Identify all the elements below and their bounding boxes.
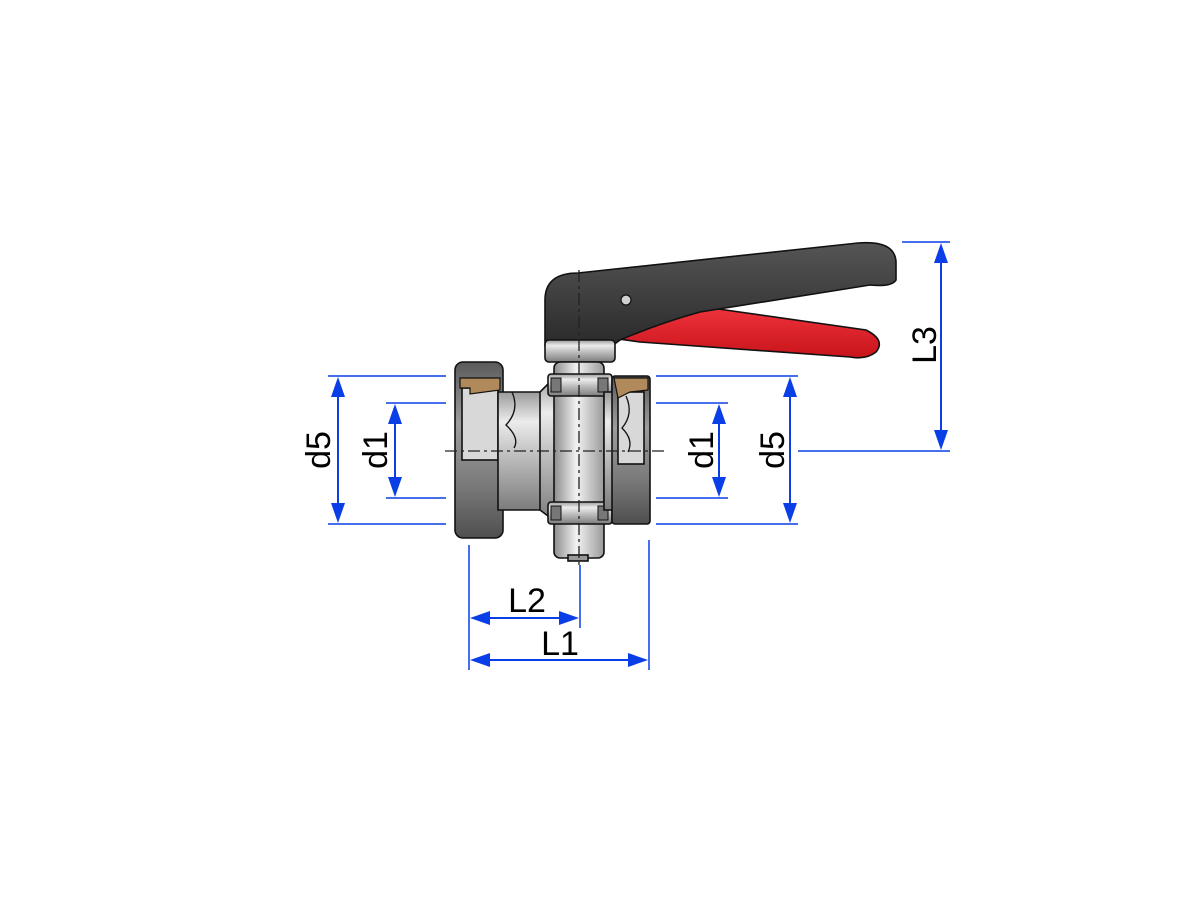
right-coupling-section — [613, 377, 649, 399]
arrow-d5-right-bottom — [783, 503, 797, 523]
arrow-d1-right-bottom — [712, 477, 726, 497]
arrow-d5-left-top — [331, 377, 345, 397]
label-L3: L3 — [906, 326, 944, 364]
arrow-d1-right-top — [712, 404, 726, 424]
arrow-L1-right — [628, 653, 648, 667]
handle-lever — [544, 241, 897, 347]
stem-bottom — [567, 554, 589, 562]
arrow-L1-left — [470, 653, 490, 667]
label-L2: L2 — [508, 582, 546, 620]
label-d1-right: d1 — [683, 431, 721, 469]
valve-drawing — [445, 241, 897, 565]
label-L1: L1 — [541, 625, 579, 663]
bolt-top-right — [597, 377, 609, 393]
bolt-bottom-left — [550, 505, 562, 521]
arrow-d1-left-bottom — [388, 477, 402, 497]
arrow-d1-left-top — [388, 404, 402, 424]
arrow-L2-left — [470, 611, 490, 625]
arrow-d5-left-bottom — [331, 503, 345, 523]
stem-block — [544, 339, 616, 363]
arrow-d5-right-top — [783, 377, 797, 397]
liner-break-right — [621, 395, 631, 453]
label-d5-left: d5 — [300, 431, 338, 469]
arrow-L3-top — [934, 243, 948, 263]
bolt-top-left — [550, 377, 562, 393]
handle-pivot-pin — [620, 294, 632, 306]
arrow-L2-right — [559, 611, 579, 625]
liner-break-left — [505, 391, 517, 449]
label-d5-right: d5 — [754, 431, 792, 469]
left-nut-section — [459, 377, 501, 395]
label-d1-left: d1 — [357, 431, 395, 469]
left-nut-inner — [461, 387, 499, 461]
arrow-L3-bottom — [934, 430, 948, 450]
dimensions: d5 d1 d1 d5 L3 L2 L1 — [300, 241, 950, 670]
bolt-bottom-right — [597, 505, 609, 521]
